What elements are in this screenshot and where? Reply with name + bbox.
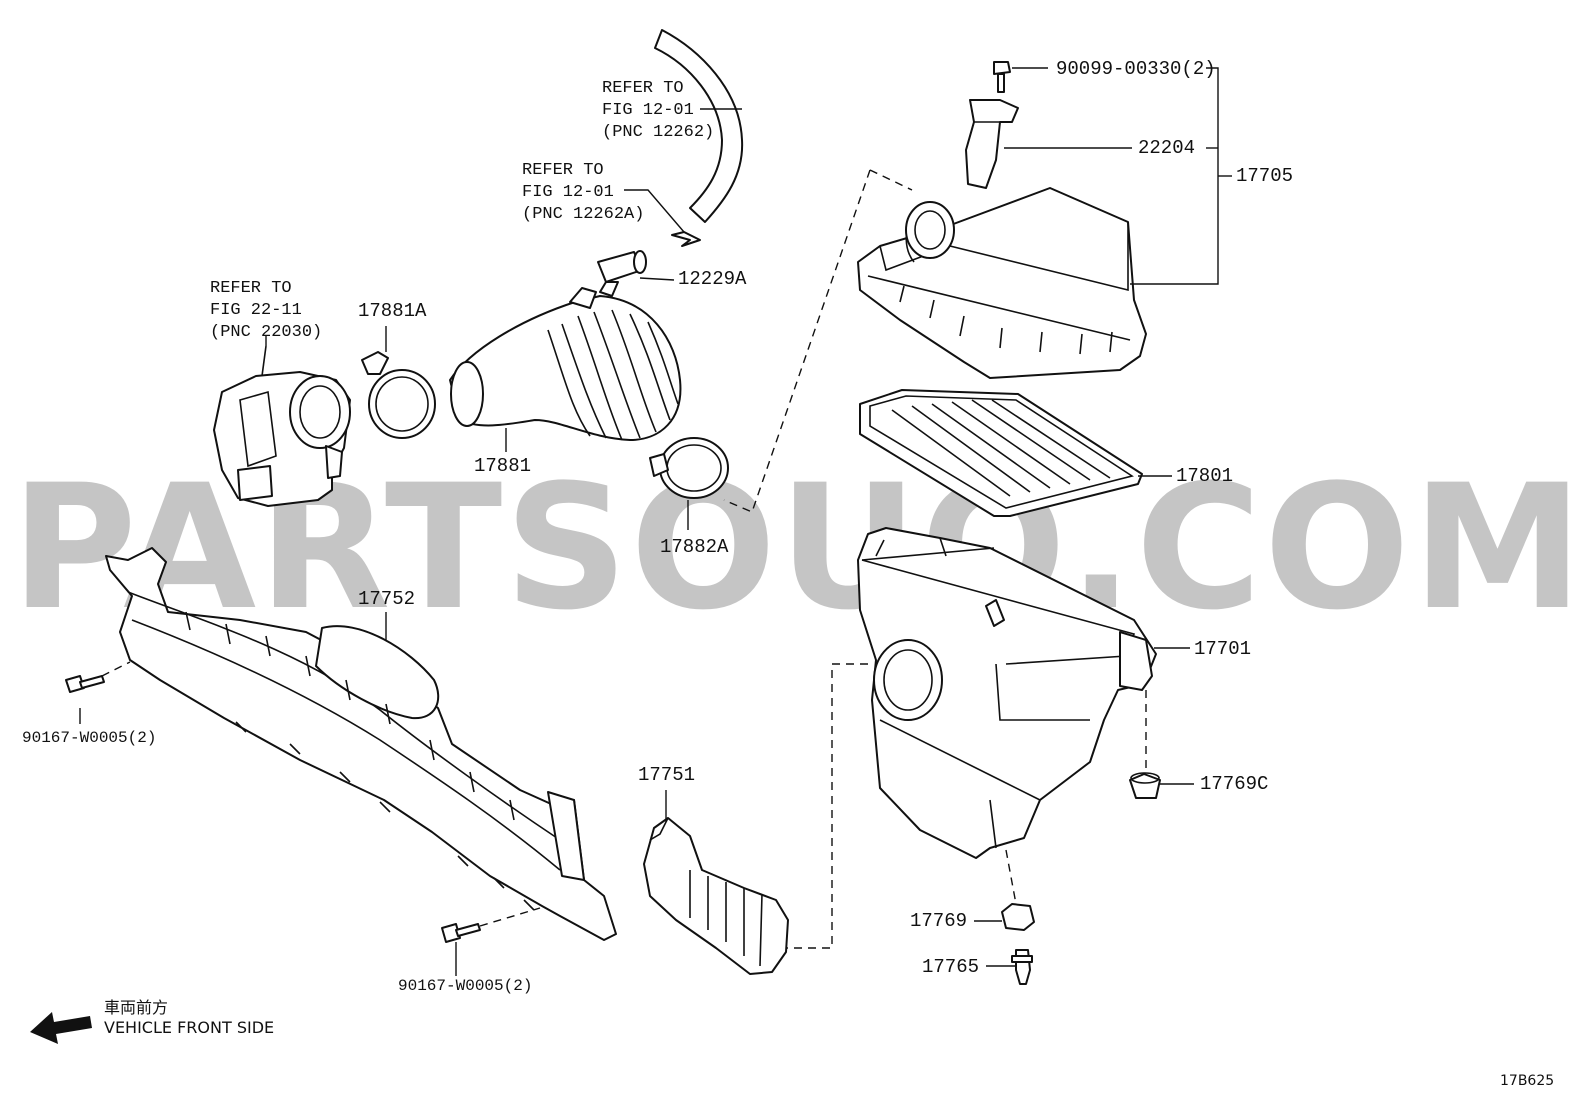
part-label-17881a[interactable]: 17881A: [358, 300, 427, 322]
part-label-22204[interactable]: 22204: [1138, 137, 1196, 159]
inlet-duct-17752: [105, 547, 617, 941]
leader-lines: [79, 67, 1232, 976]
grommet-17769c: [1129, 772, 1161, 799]
dashed-assembly-lines: [101, 169, 1147, 949]
bolt-90167-a: [65, 675, 105, 693]
part-label-17701[interactable]: 17701: [1194, 638, 1252, 660]
clamp-17881a: [361, 351, 436, 439]
part-label-17801[interactable]: 17801: [1176, 465, 1234, 487]
diagram-id: 17B625: [1500, 1073, 1555, 1089]
part-label-17769c[interactable]: 17769C: [1200, 773, 1269, 795]
part-label-17881[interactable]: 17881: [474, 455, 532, 477]
grommet-17769: [1001, 903, 1035, 931]
part-label-90099-00330[interactable]: 90099-00330(2): [1056, 58, 1216, 80]
intake-hose-17881: [449, 287, 682, 441]
part-label-17769[interactable]: 17769: [910, 910, 968, 932]
bolt-17765: [1011, 949, 1033, 985]
part-label-17751[interactable]: 17751: [638, 764, 696, 786]
pipe-12229a: [597, 250, 647, 297]
part-label-12229a[interactable]: 12229A: [678, 268, 747, 290]
air-cleaner-cap-17705: [857, 187, 1147, 379]
part-label-17705[interactable]: 17705: [1236, 165, 1294, 187]
screw-90099: [993, 61, 1011, 93]
inlet-duct-17751: [643, 817, 789, 975]
bolt-90167-b: [441, 923, 481, 943]
throttle-body: [213, 345, 351, 507]
clip-12262a: [671, 231, 701, 247]
part-label-90167-w0005-left[interactable]: 90167-W0005(2): [22, 729, 157, 747]
front-direction-arrow-icon: [30, 1012, 92, 1044]
part-label-17765[interactable]: 17765: [922, 956, 980, 978]
part-label-17882a[interactable]: 17882A: [660, 536, 729, 558]
part-label-17752[interactable]: 17752: [358, 588, 416, 610]
clamp-17882a: [649, 437, 729, 499]
part-label-90167-w0005-bottom[interactable]: 90167-W0005(2): [398, 977, 533, 995]
mass-airflow-sensor-22204: [965, 99, 1019, 189]
air-cleaner-case-17701: [857, 527, 1157, 859]
hose-12262: [654, 29, 744, 223]
air-filter-element-17801: [859, 389, 1143, 517]
